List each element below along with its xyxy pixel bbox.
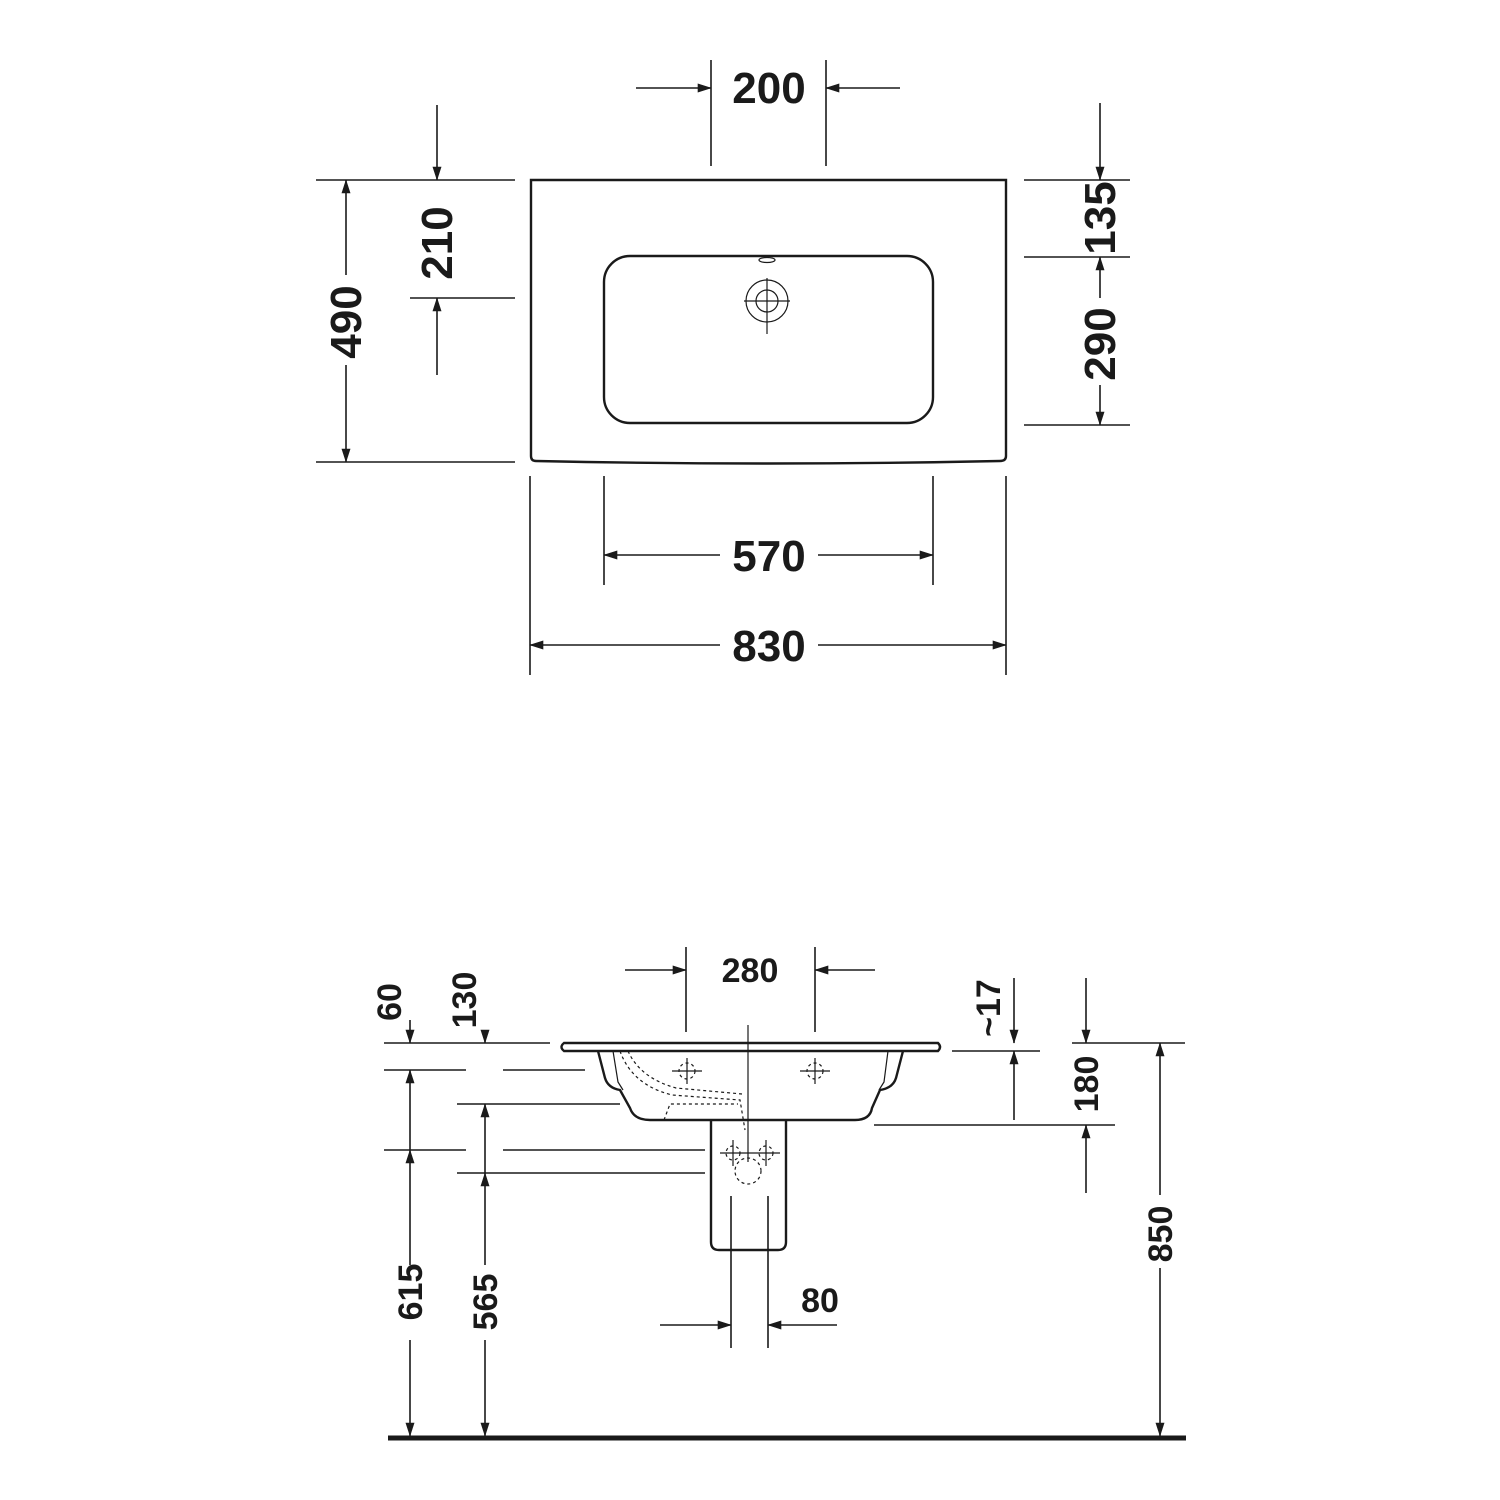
fixing-point-right-icon	[800, 1058, 830, 1084]
dim-label-570: 570	[732, 532, 805, 581]
dim-floor-to-fixing: 615	[392, 1149, 430, 1437]
fixing-point-left-icon	[672, 1058, 702, 1084]
dim-basin-height: 180	[1068, 978, 1106, 1193]
siphon-cover	[709, 1120, 788, 1252]
dim-back-to-bowl: 135	[1024, 103, 1130, 426]
bowl-outline	[602, 254, 935, 425]
dim-total-height: 850	[1142, 1042, 1180, 1437]
dim-siphon-width: 80	[660, 1196, 839, 1348]
dim-rim-approx: ~17	[970, 978, 1019, 1120]
dim-bowl-width: 570	[603, 476, 934, 585]
dim-front-to-bowl: 210	[410, 105, 515, 375]
dim-label-17: ~17	[970, 979, 1008, 1037]
dim-label-130: 130	[446, 972, 484, 1029]
dim-label-200: 200	[732, 64, 805, 113]
dim-label-210: 210	[413, 206, 462, 279]
drain-icon	[744, 278, 790, 334]
dim-label-290: 290	[1076, 307, 1125, 380]
dim-fixing-spacing: 280	[625, 947, 875, 1032]
dim-floor-to-drain: 565	[467, 1172, 505, 1437]
dim-total-width: 830	[529, 476, 1007, 675]
dim-label-830: 830	[732, 622, 805, 671]
dim-label-135: 135	[1076, 181, 1125, 254]
basin-rim	[560, 1041, 942, 1053]
dim-label-490: 490	[322, 285, 371, 358]
dim-bowl-offset: 130	[446, 972, 490, 1173]
dim-tap-hole-offset: 200	[636, 60, 900, 166]
top-view: 200 490 210 135 290	[316, 60, 1130, 675]
basin-outline	[529, 178, 1008, 465]
dim-label-615: 615	[392, 1264, 430, 1321]
dim-label-80: 80	[801, 1282, 839, 1320]
dim-total-depth: 490	[316, 179, 515, 463]
dim-label-565: 565	[467, 1274, 505, 1331]
side-view: 280 60 130 615 565	[371, 947, 1186, 1441]
overflow-icon	[758, 256, 776, 264]
dim-rim-thickness: 60	[371, 983, 415, 1150]
dim-label-180: 180	[1068, 1056, 1106, 1113]
siphon-fittings-icon	[720, 1140, 780, 1185]
basin-body	[596, 1050, 905, 1122]
overflow-channel	[619, 1050, 746, 1131]
dim-bowl-depth: 290	[1076, 256, 1125, 426]
dim-label-850: 850	[1142, 1206, 1180, 1263]
dim-label-280: 280	[722, 952, 779, 990]
dim-label-60: 60	[371, 983, 409, 1021]
